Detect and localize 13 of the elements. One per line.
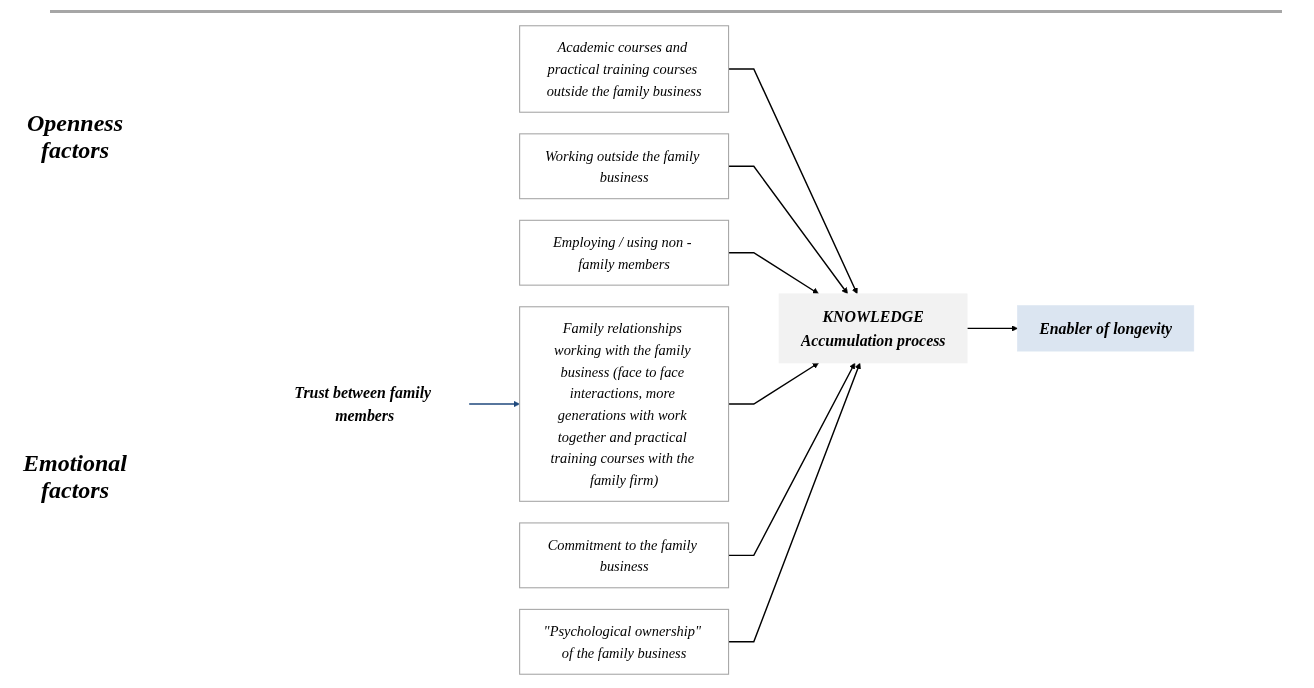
- node-box: Enabler of longevity: [1017, 305, 1195, 352]
- arrow: [966, 325, 1018, 332]
- node-box: Employing / using non - family members: [519, 219, 730, 286]
- row-label: Emotional factors: [22, 450, 128, 504]
- node-box: Commitment to the family business: [519, 522, 730, 589]
- node-text: Trust between family members: [294, 383, 432, 425]
- node-box: KNOWLEDGE Accumulation process: [778, 293, 968, 364]
- node-box: Academic courses and practical training courses outside the family business: [519, 25, 730, 113]
- node-box: "Psychological ownership" of the family business: [519, 608, 730, 675]
- node-box: Family relationships working with the family business (face to face interactions, more generations with work together and practical training courses with the family firm): [519, 306, 730, 502]
- row-label: Openness factors: [26, 110, 124, 164]
- arrow: [468, 400, 520, 408]
- node-box: Working outside the family business: [519, 133, 730, 200]
